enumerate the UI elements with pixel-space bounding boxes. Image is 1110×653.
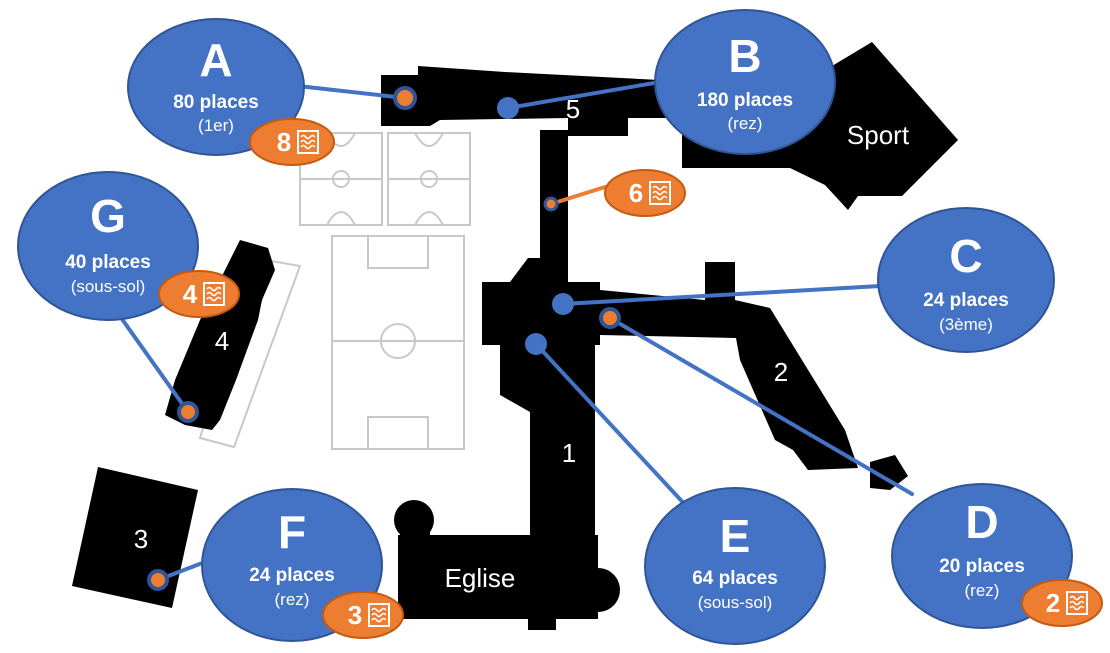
zone-level: (sous-sol) [71, 277, 146, 296]
zone-capacity: 40 places [65, 252, 151, 273]
marker-a [393, 86, 417, 110]
zone-level: (3ème) [939, 315, 993, 334]
zone-letter: D [965, 496, 998, 548]
lab-tag-3[interactable]: 3 [322, 591, 404, 639]
lab-tag-2[interactable]: 2 [1021, 579, 1103, 627]
zone-capacity: 64 places [692, 568, 778, 589]
marker-c [552, 293, 574, 315]
building-4-label: 4 [215, 326, 229, 356]
zone-capacity: 80 places [173, 92, 259, 113]
lab-tag-8[interactable]: 8 [249, 118, 335, 166]
sports-fields [198, 132, 471, 450]
zone-letter: F [278, 506, 306, 558]
connector-d [608, 316, 914, 496]
zone-capacity: 180 places [697, 90, 793, 111]
zone-level: (rez) [965, 581, 1000, 600]
zone-capacity: 24 places [249, 565, 335, 586]
location-markers [147, 86, 621, 591]
eglise-building [394, 500, 620, 630]
connector-tag-6 [549, 185, 607, 206]
football-field [331, 235, 465, 450]
small-court-left [299, 132, 383, 226]
zone-bubble-c[interactable]: C 24 places (3ème) [877, 207, 1055, 353]
lab-tag-count: 4 [183, 279, 198, 309]
building-2-label: 2 [774, 357, 788, 387]
connector-lines [110, 80, 914, 582]
building-2 [600, 262, 858, 470]
zone-level: (sous-sol) [698, 593, 773, 612]
zone-letter: E [720, 510, 751, 562]
lab-tag-count: 8 [277, 127, 291, 157]
connector-b [506, 80, 662, 110]
building-labels: 1 2 3 4 5 Sport Eglise [134, 94, 910, 593]
zone-letter: C [949, 230, 982, 282]
zone-capacity: 24 places [923, 290, 1009, 311]
lab-tag-count: 2 [1046, 588, 1060, 618]
building-3-label: 3 [134, 524, 148, 554]
building-1 [482, 258, 600, 580]
marker-tag-6 [543, 196, 559, 212]
zone-level: (1er) [198, 116, 234, 135]
building-3 [72, 467, 198, 608]
building-2-end [870, 455, 908, 490]
building-5 [381, 66, 680, 136]
building-5-label: 5 [566, 94, 580, 124]
zone-bubble-g[interactable]: G 40 places (sous-sol) [17, 171, 199, 321]
marker-b [497, 97, 519, 119]
zone-letter: B [728, 30, 761, 82]
building-4 [165, 240, 275, 430]
lab-tag-6[interactable]: 6 [604, 169, 686, 217]
connector-c [561, 284, 882, 306]
lab-tag-4[interactable]: 4 [158, 270, 240, 318]
lab-tag-count: 6 [629, 178, 643, 208]
buildings [72, 42, 958, 630]
connector-a [296, 84, 407, 100]
zone-level: (rez) [728, 114, 763, 133]
connector-e [534, 342, 692, 512]
building-1-label: 1 [562, 438, 576, 468]
zone-letter: G [90, 190, 126, 242]
zone-bubble-a[interactable]: A 80 places (1er) [127, 18, 305, 156]
connector-g [110, 303, 190, 414]
small-court-right [387, 132, 471, 226]
zone-letter: A [199, 34, 232, 86]
marker-f [147, 569, 169, 591]
sport-label: Sport [847, 120, 910, 150]
lab-tag-count: 3 [348, 600, 362, 630]
zone-level: (rez) [275, 590, 310, 609]
zone-bubble-e[interactable]: E 64 places (sous-sol) [644, 487, 826, 645]
marker-g [177, 401, 199, 423]
marker-d [599, 307, 621, 329]
zone-capacity: 20 places [939, 556, 1025, 577]
zone-bubble-b[interactable]: B 180 places (rez) [654, 9, 836, 155]
eglise-label: Eglise [445, 563, 516, 593]
marker-e [525, 333, 547, 355]
